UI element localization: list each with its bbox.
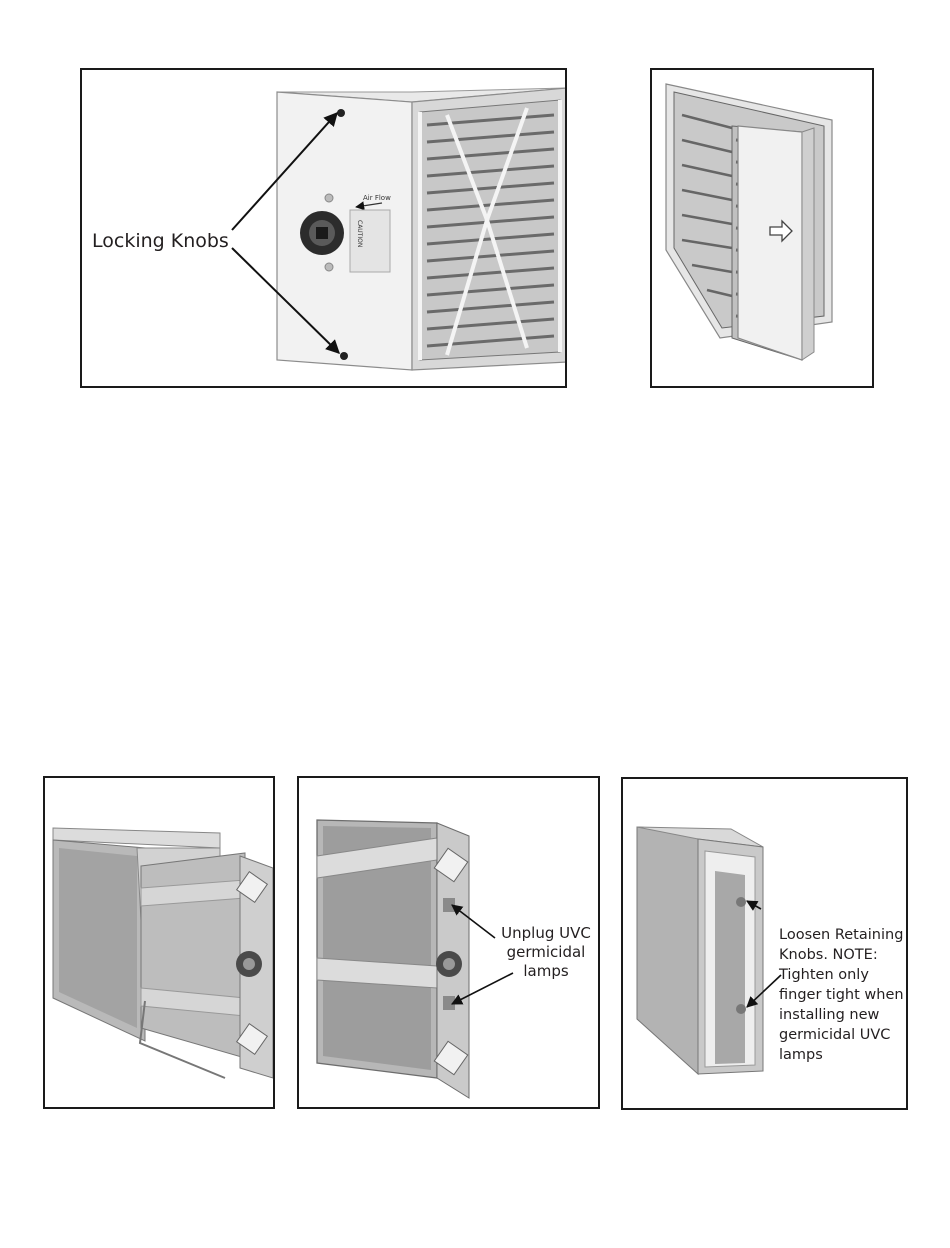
caution-label: CAUTION bbox=[356, 220, 363, 247]
retaining-knobs-figure: Loosen Retaining Knobs. NOTE: Tighten on… bbox=[621, 777, 908, 1110]
retaining-knobs-label: Loosen Retaining Knobs. NOTE: Tighten on… bbox=[779, 925, 907, 1065]
locking-knobs-figure: Air Flow CAUTION Locking Knobs bbox=[80, 68, 567, 388]
airflow-label: Air Flow bbox=[363, 194, 391, 202]
locking-knobs-label: Locking Knobs bbox=[92, 230, 229, 252]
unplug-lamps-label: Unplug UVC germicidal lamps bbox=[497, 924, 595, 981]
air-cleaner-front-illustration: Air Flow CAUTION bbox=[82, 70, 567, 388]
unplug-lamps-figure: Unplug UVC germicidal lamps bbox=[297, 776, 600, 1109]
filter-removal-figure bbox=[650, 68, 874, 388]
lamp-assembly-removal-figure bbox=[43, 776, 275, 1109]
filter-removal-illustration bbox=[652, 70, 874, 388]
lamp-assembly-removal-illustration bbox=[45, 778, 275, 1109]
